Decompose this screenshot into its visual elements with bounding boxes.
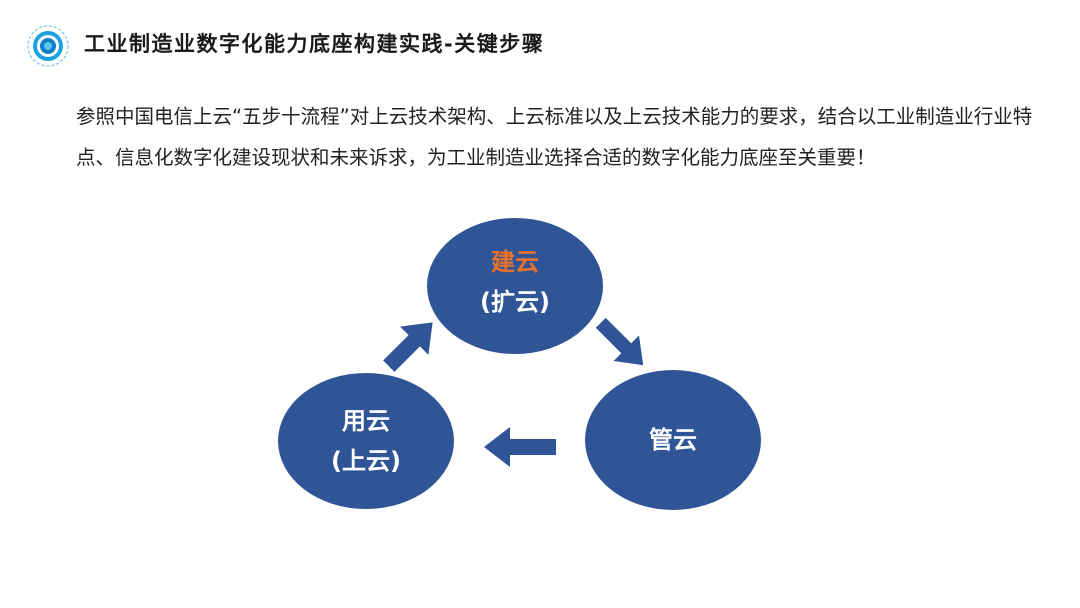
node-build-label: 建云 (扩云): [455, 242, 575, 322]
node-manage-label: 管云: [613, 420, 733, 460]
node-use-subtitle: (上云): [331, 447, 401, 475]
arrow-manage-to-use: [484, 427, 556, 467]
intro-paragraph: 参照中国电信上云“五步十流程”对上云技术架构、上云标准以及上云技术能力的要求，结…: [76, 105, 1033, 169]
node-manage-circle: [585, 370, 761, 510]
node-build-circle: [427, 218, 603, 354]
target-circle-icon: [27, 25, 69, 67]
node-manage-title: 管云: [649, 426, 697, 454]
node-use-label: 用云 (上云): [306, 401, 426, 481]
node-use-circle: [278, 373, 454, 509]
arrow-build-to-manage: [595, 317, 644, 366]
node-build-subtitle: (扩云): [480, 288, 550, 316]
arrow-use-to-build: [383, 322, 433, 372]
node-use-title: 用云: [342, 407, 390, 435]
page-title: 工业制造业数字化能力底座构建实践-关键步骤: [84, 32, 545, 56]
node-build-title: 建云: [491, 248, 539, 276]
